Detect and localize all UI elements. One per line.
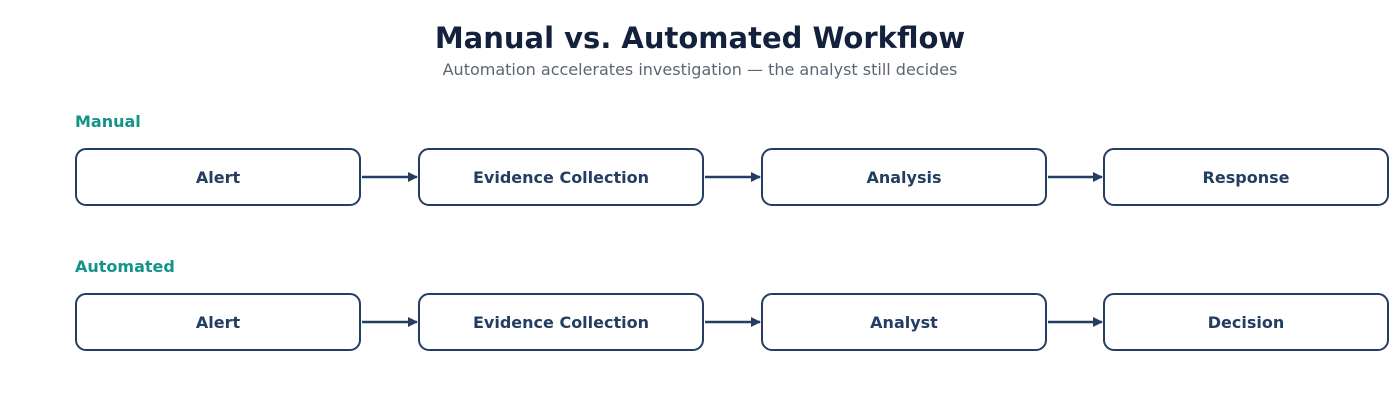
automated-step-decision: Decision	[1103, 293, 1389, 351]
diagram-subtitle: Automation accelerates investigation — t…	[442, 60, 958, 79]
automated-step-analyst: Analyst	[761, 293, 1047, 351]
automated-step-alert: Alert	[75, 293, 361, 351]
automated-step-evidence-collection: Evidence Collection	[418, 293, 704, 351]
lane-label-manual: Manual	[75, 112, 141, 131]
manual-step-response: Response	[1103, 148, 1389, 206]
diagram-title: Manual vs. Automated Workflow	[434, 21, 966, 55]
manual-step-analysis: Analysis	[761, 148, 1047, 206]
manual-step-alert: Alert	[75, 148, 361, 206]
lane-label-automated: Automated	[75, 257, 175, 276]
manual-step-evidence-collection: Evidence Collection	[418, 148, 704, 206]
